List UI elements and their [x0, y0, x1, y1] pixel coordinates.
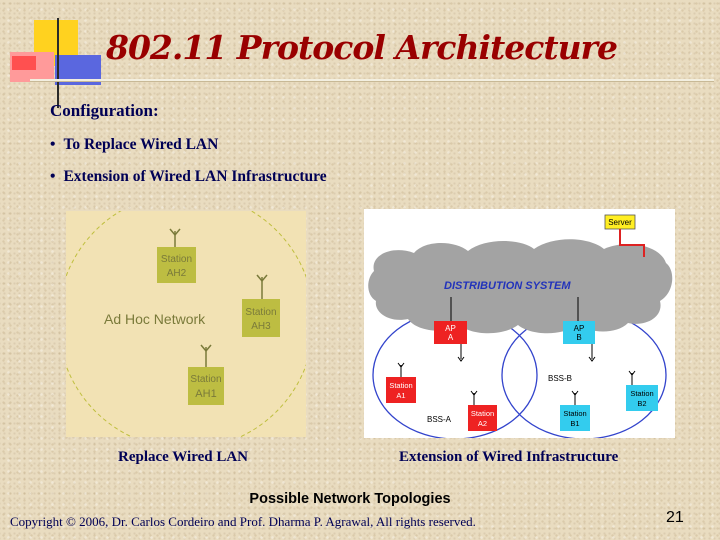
- station-id: A1: [396, 391, 405, 400]
- station-box: [242, 299, 280, 337]
- station-box: [468, 405, 497, 431]
- caption-extension-wired-infrastructure: Extension of Wired Infrastructure: [399, 449, 619, 465]
- title-underline-shadow: [30, 81, 714, 82]
- ap-id: B: [576, 333, 581, 342]
- adhoc-network-label: Ad Hoc Network: [104, 311, 206, 327]
- logo-vertical-line: [57, 18, 59, 108]
- station-id: B2: [637, 399, 646, 408]
- station-label: Station: [190, 374, 221, 385]
- station-id: AH1: [195, 388, 216, 400]
- station-box: [157, 247, 196, 283]
- station-label: Station: [389, 381, 412, 390]
- adhoc-diagram-svg: Ad Hoc Network Station AH2 Station AH3: [57, 192, 315, 450]
- bullet-dot: •: [50, 136, 56, 153]
- bss-b-label: BSS-B: [548, 374, 572, 383]
- station-label: Station: [471, 409, 494, 418]
- station-box: [626, 385, 658, 411]
- ap-id: A: [448, 333, 454, 342]
- bullet-text: To Replace Wired LAN: [63, 136, 219, 153]
- bullet-item-1: • To Replace Wired LAN: [50, 136, 218, 154]
- station-b2: Station B2: [626, 370, 658, 411]
- station-ah3: Station AH3: [242, 274, 280, 337]
- antenna-icon: [200, 344, 212, 367]
- server-connection-line: [619, 229, 645, 257]
- station-b1: Station B1: [560, 390, 590, 431]
- access-point-a: AP A: [434, 321, 467, 362]
- antenna-icon: [628, 370, 636, 385]
- station-label: Station: [630, 389, 653, 398]
- server-label: Server: [608, 218, 632, 227]
- antenna-icon: [397, 362, 405, 377]
- station-id: A2: [478, 419, 487, 428]
- station-box: [188, 367, 224, 405]
- logo-red-square: [12, 56, 36, 70]
- station-a2: Station A2: [468, 390, 497, 431]
- footer-heading: Possible Network Topologies: [249, 491, 451, 507]
- slide-title: 802.11 Protocol Architecture: [106, 28, 618, 67]
- station-label: Station: [161, 254, 192, 265]
- station-id: AH2: [167, 268, 187, 279]
- configuration-label: Configuration:: [50, 101, 159, 120]
- station-box: [560, 405, 590, 431]
- antenna-icon: [588, 344, 596, 362]
- infra-diagram-svg: DISTRIBUTION SYSTEM Server AP A AP B: [368, 214, 673, 440]
- station-id: AH3: [251, 321, 271, 332]
- ap-label: AP: [574, 324, 585, 333]
- station-id: B1: [570, 419, 579, 428]
- station-ah1: Station AH1: [188, 344, 224, 405]
- ap-label: AP: [445, 324, 456, 333]
- bullet-dot: •: [50, 168, 56, 185]
- station-label: Station: [245, 307, 276, 318]
- page-number: 21: [666, 509, 684, 526]
- caption-replace-wired-lan: Replace Wired LAN: [118, 449, 248, 465]
- adhoc-network-diagram: Ad Hoc Network Station AH2 Station AH3: [57, 192, 315, 450]
- antenna-icon: [470, 390, 478, 405]
- copyright-notice: Copyright © 2006, Dr. Carlos Cordeiro an…: [10, 514, 476, 529]
- distribution-system-cloud: [368, 239, 673, 334]
- infrastructure-network-diagram: DISTRIBUTION SYSTEM Server AP A AP B: [364, 209, 675, 440]
- station-a1: Station A1: [386, 362, 416, 403]
- title-underline: [30, 79, 714, 81]
- ap-box: [563, 321, 595, 344]
- antenna-icon: [457, 344, 465, 362]
- station-ah2: Station AH2: [157, 228, 196, 283]
- access-point-b: AP B: [563, 321, 596, 362]
- ap-box: [434, 321, 467, 344]
- bss-a-label: BSS-A: [427, 415, 452, 424]
- distribution-system-label: DISTRIBUTION SYSTEM: [444, 280, 571, 292]
- station-box: [386, 377, 416, 403]
- antenna-icon: [169, 228, 181, 247]
- bullet-item-2: • Extension of Wired LAN Infrastructure: [50, 168, 327, 186]
- antenna-icon: [256, 274, 268, 299]
- station-label: Station: [563, 409, 586, 418]
- antenna-icon: [571, 390, 579, 405]
- bullet-text: Extension of Wired LAN Infrastructure: [63, 168, 327, 185]
